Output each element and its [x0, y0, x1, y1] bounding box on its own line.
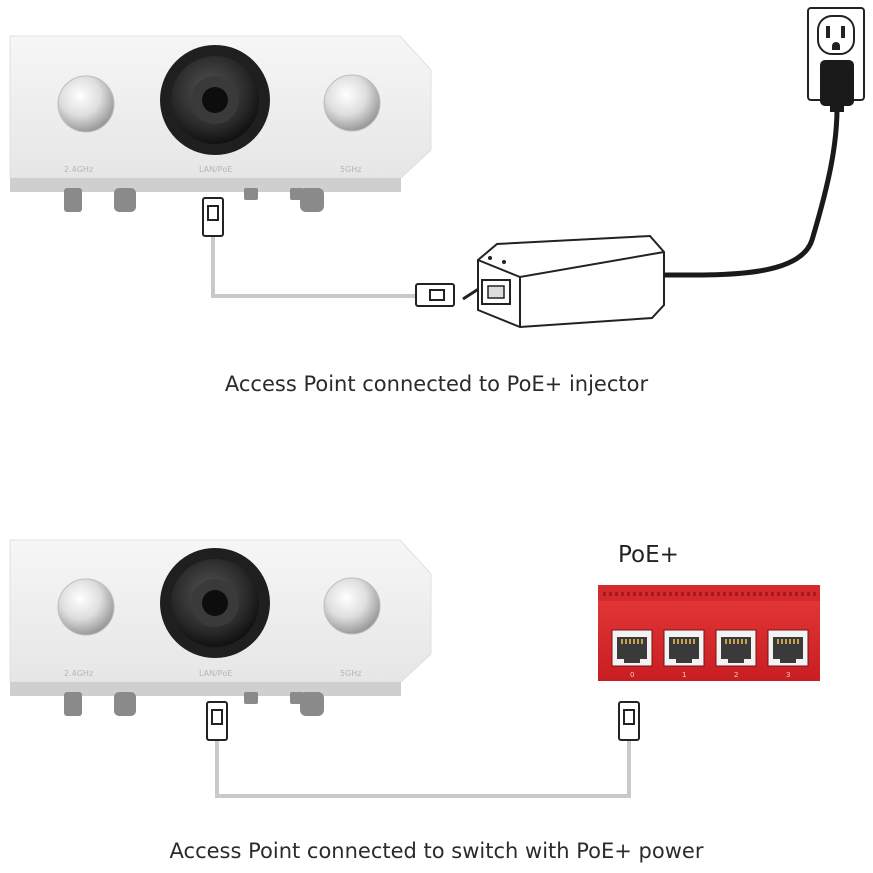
poe-switch: 0 1 2 3	[598, 585, 820, 681]
switch-label: PoE+	[618, 542, 679, 568]
switch-port-number: 1	[682, 671, 686, 679]
switch-port-number: 2	[734, 671, 738, 679]
port-label-5ghz: 5GHz	[340, 669, 362, 678]
switch-port-1	[663, 629, 705, 667]
switch-port-3	[767, 629, 809, 667]
antenna-connector-2ghz-icon	[57, 578, 115, 636]
port-label-lan-poe: LAN/PoE	[199, 669, 232, 678]
rj45-plug-icon	[206, 701, 228, 741]
poe-injector-icon	[477, 234, 665, 329]
rj45-plug-icon	[618, 701, 640, 741]
switch-port-2	[715, 629, 757, 667]
antenna-connector-5ghz-icon	[323, 577, 381, 635]
rj45-plug-icon	[415, 283, 455, 307]
port-label-2ghz: 2.4GHz	[64, 165, 93, 174]
port-label-lan-poe: LAN/PoE	[199, 165, 232, 174]
ethernet-cable-top	[211, 236, 416, 298]
power-cord	[663, 99, 840, 278]
power-plug-icon	[820, 60, 854, 112]
access-point-bottom: 2.4GHz LAN/PoE 5GHz	[9, 539, 432, 716]
port-label-2ghz: 2.4GHz	[64, 669, 93, 678]
switch-port-0	[611, 629, 653, 667]
antenna-connector-2ghz-icon	[57, 75, 115, 133]
caption-top: Access Point connected to PoE+ injector	[224, 372, 649, 396]
switch-port-number: 3	[786, 671, 790, 679]
rj45-plug-icon	[202, 197, 224, 237]
access-point-top: 2.4GHz LAN/PoE 5GHz	[9, 35, 432, 212]
caption-bottom: Access Point connected to switch with Po…	[169, 839, 704, 863]
antenna-connector-5ghz-icon	[323, 74, 381, 132]
port-label-5ghz: 5GHz	[340, 165, 362, 174]
ethernet-cable-bottom	[215, 740, 631, 798]
switch-port-number: 0	[630, 671, 634, 679]
